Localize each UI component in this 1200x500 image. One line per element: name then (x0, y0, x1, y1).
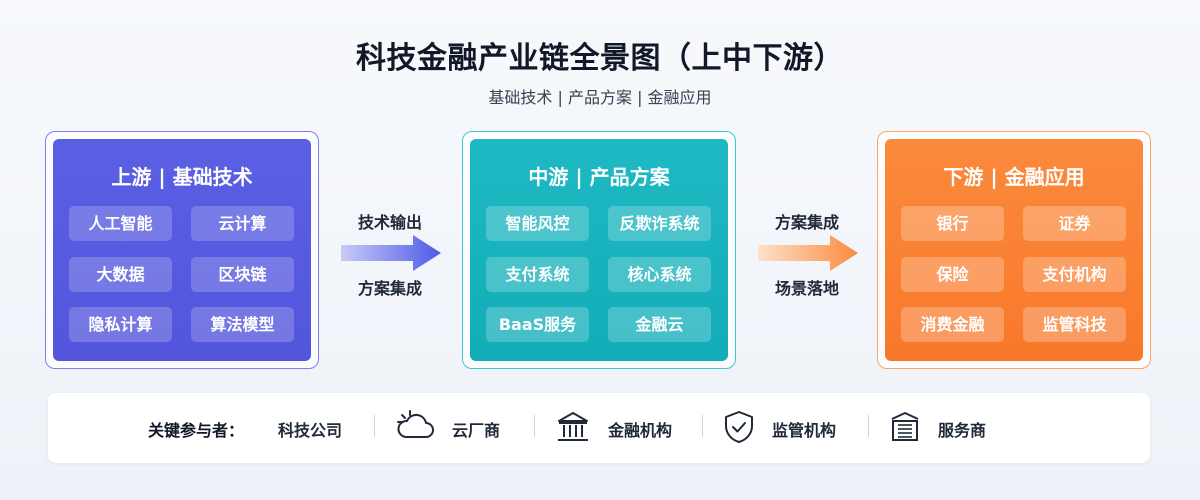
downstream-item-insurance: 保险 (901, 257, 1004, 292)
bank-icon (558, 412, 588, 441)
midstream-panel-title: 中游 | 产品方案 (528, 165, 670, 189)
downstream-item-regtech: 监管科技 (1023, 307, 1126, 342)
midstream-item-baas: BaaS服务 (486, 307, 589, 342)
upstream-panel: 上游 | 基础技术 人工智能 云计算 大数据 区块链 隐私计算 算法模型 (45, 131, 319, 369)
flow-arrow-up-to-mid: 技术输出 方案集成 (335, 205, 445, 305)
downstream-item-securities: 证券 (1023, 206, 1126, 241)
upstream-item-bigdata: 大数据 (69, 257, 172, 292)
midstream-item-fincloud: 金融云 (608, 307, 711, 342)
downstream-panel: 下游 | 金融应用 银行 证券 保险 支付机构 消费金融 监管科技 (877, 131, 1151, 369)
downstream-item-bank: 银行 (901, 206, 1004, 241)
arrow-label-top: 技术输出 (357, 213, 422, 232)
midstream-item-antifraud: 反欺诈系统 (608, 206, 711, 241)
midstream-panel: 中游 | 产品方案 智能风控 反欺诈系统 支付系统 核心系统 BaaS服务 金融… (462, 131, 736, 369)
arrow-label-bottom: 场景落地 (774, 279, 839, 298)
shield-check-icon (725, 411, 753, 443)
building-icon (891, 412, 919, 441)
diagram-subtitle: 基础技术 | 产品方案 | 金融应用 (488, 88, 712, 107)
right-arrow-icon (341, 235, 441, 271)
upstream-item-cloud: 云计算 (191, 206, 294, 241)
participant-cloud-vendor: 云厂商 (452, 421, 501, 440)
upstream-panel-title: 上游 | 基础技术 (111, 165, 253, 189)
upstream-item-algorithm: 算法模型 (191, 307, 294, 342)
cloud-icon (397, 410, 434, 438)
upstream-item-ai: 人工智能 (69, 206, 172, 241)
key-participants-bar: 关键参与者： 科技公司 云厂商 金融机构 监管机构 服务商 (48, 393, 1150, 463)
downstream-panel-body: 下游 | 金融应用 银行 证券 保险 支付机构 消费金融 监管科技 (885, 139, 1143, 361)
midstream-item-risk: 智能风控 (486, 206, 589, 241)
downstream-panel-title: 下游 | 金融应用 (943, 165, 1085, 189)
midstream-panel-body: 中游 | 产品方案 智能风控 反欺诈系统 支付系统 核心系统 BaaS服务 金融… (470, 139, 728, 361)
divider (868, 415, 869, 437)
right-arrow-icon (758, 235, 858, 271)
participant-service-provider: 服务商 (938, 421, 987, 440)
upstream-item-privacy: 隐私计算 (69, 307, 172, 342)
diagram-title: 科技金融产业链全景图（上中下游） (356, 41, 844, 76)
participant-regulator: 监管机构 (772, 421, 837, 440)
midstream-item-payment: 支付系统 (486, 257, 589, 292)
divider (702, 415, 703, 437)
divider (534, 415, 535, 437)
participant-financial-institution: 金融机构 (608, 421, 673, 440)
divider (374, 415, 375, 437)
arrow-label-top: 方案集成 (774, 213, 839, 232)
arrow-label-bottom: 方案集成 (357, 279, 422, 298)
downstream-item-payment-inst: 支付机构 (1023, 257, 1126, 292)
participants-label: 关键参与者： (148, 421, 245, 440)
flow-arrow-mid-to-down: 方案集成 场景落地 (752, 205, 862, 305)
upstream-item-blockchain: 区块链 (191, 257, 294, 292)
midstream-item-core: 核心系统 (608, 257, 711, 292)
downstream-item-consumer-finance: 消费金融 (901, 307, 1004, 342)
upstream-panel-body: 上游 | 基础技术 人工智能 云计算 大数据 区块链 隐私计算 算法模型 (53, 139, 311, 361)
participant-tech-company: 科技公司 (278, 421, 343, 440)
